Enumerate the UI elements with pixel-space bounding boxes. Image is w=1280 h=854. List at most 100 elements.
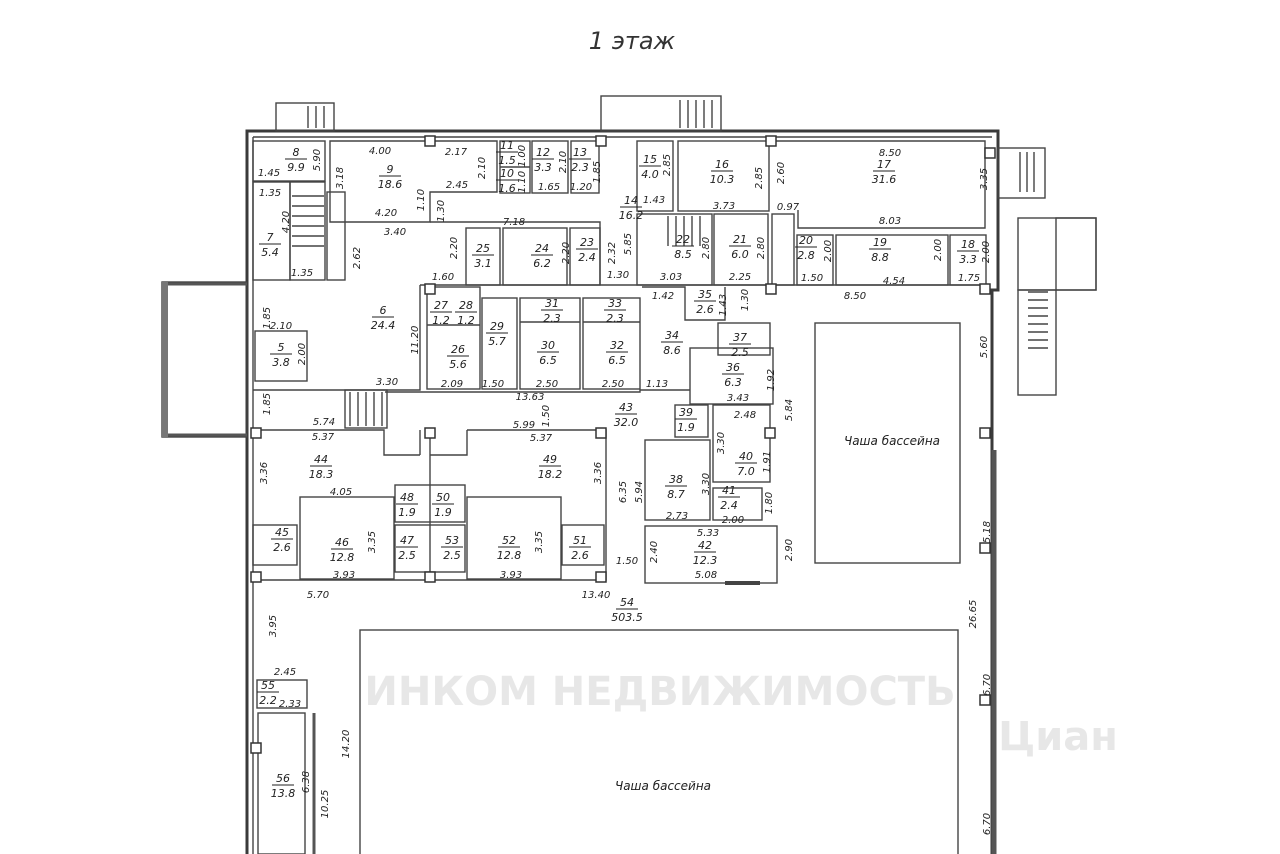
dimension-label: 8.50 [844, 291, 866, 302]
room-number: 49 [543, 453, 557, 466]
dimension-label: 2.45 [274, 667, 296, 678]
room-label-10: 101.6 [496, 167, 518, 195]
room-area: 6.0 [731, 248, 749, 261]
room-number: 29 [490, 320, 504, 333]
dimension-label: 2.90 [784, 539, 795, 561]
room-number: 42 [698, 539, 712, 552]
dimension-label: 2.00 [933, 239, 944, 261]
room-area: 3.1 [474, 257, 492, 270]
room-area: 16.2 [619, 209, 644, 222]
dimension-label: 6.70 [982, 674, 993, 696]
room-area: 2.3 [606, 312, 624, 325]
room-area: 12.8 [330, 551, 355, 564]
dimension-label: 1.85 [262, 393, 273, 415]
room-label-51: 512.6 [569, 534, 591, 562]
room-label-50: 501.9 [432, 491, 454, 519]
room-label-49: 49 18.2 [538, 453, 563, 481]
room-number: 31 [545, 297, 559, 310]
dimension-label: 2.60 [776, 162, 787, 184]
dimension-label: 3.43 [727, 393, 749, 404]
dimension-label: 3.40 [384, 227, 406, 238]
dimension-label: 1.50 [801, 273, 823, 284]
room-label-24: 246.2 [531, 242, 553, 270]
room-number: 14 [624, 194, 638, 207]
room-number: 27 [434, 299, 448, 312]
room-area: 2.4 [578, 251, 596, 264]
room-number: 15 [643, 153, 657, 166]
room-label-31: 312.3 [541, 297, 563, 325]
dimension-label: 2.45 [446, 180, 468, 191]
room-number: 41 [722, 484, 736, 497]
dimension-label: 1.42 [652, 291, 674, 302]
room-label-37: 372.5 [729, 331, 751, 359]
room-area: 7.0 [737, 465, 755, 478]
room-number: 44 [314, 453, 328, 466]
large-pool-label: Чаша бассейна [615, 779, 711, 793]
room-label-26: 265.6 [447, 343, 469, 371]
dimension-label: 2.50 [602, 379, 624, 390]
room-number: 16 [715, 158, 729, 171]
site-watermark: Циан [998, 714, 1118, 760]
dimension-label: 2.25 [729, 272, 751, 283]
room-label-33: 332.3 [604, 297, 626, 325]
dimension-label: 3.93 [500, 570, 522, 581]
dimension-label: 2.00 [823, 240, 834, 262]
dimension-label: 8.50 [879, 148, 901, 159]
dimension-label: 13.63 [516, 392, 545, 403]
room-label-19: 198.8 [869, 236, 891, 264]
dimension-label: 7.18 [503, 217, 525, 228]
room-label-11: 111.5 [496, 139, 518, 167]
room-area: 9.9 [287, 161, 305, 174]
room-area: 2.4 [720, 499, 738, 512]
room-area: 2.3 [571, 161, 589, 174]
dimension-label: 4.00 [369, 146, 391, 157]
dimension-label: 2.17 [445, 147, 468, 158]
room-number: 20 [799, 234, 813, 247]
dimension-label: 2.10 [558, 151, 569, 173]
dimension-label: 3.36 [259, 462, 270, 484]
room-label-23: 232.4 [576, 236, 598, 264]
room-label-45: 452.6 [271, 526, 293, 554]
dimension-label: 6.35 [618, 481, 629, 503]
dimension-label: 3.93 [333, 570, 355, 581]
room-area: 1.6 [498, 182, 516, 195]
room-number: 8 [293, 146, 300, 159]
room-label-34: 348.6 [661, 329, 683, 357]
dimension-label: 2.20 [449, 237, 460, 259]
dimension-label: 1.50 [482, 379, 504, 390]
room-area: 18.2 [538, 468, 563, 481]
room-label-36: 366.3 [722, 361, 744, 389]
room-area: 5.4 [261, 246, 279, 259]
floor-title: 1 этаж [589, 27, 676, 55]
dimension-label: 1.85 [262, 307, 273, 329]
dimension-label: 1.80 [764, 492, 775, 514]
room-label-38: 388.7 [665, 473, 687, 501]
dimension-label: 3.30 [376, 377, 398, 388]
room-label-35: 352.6 [694, 288, 716, 316]
dimension-label: 1.65 [538, 182, 560, 193]
room-area: 2.6 [273, 541, 291, 554]
dimension-label: 3.03 [660, 272, 682, 283]
room-number: 30 [541, 339, 555, 352]
dimension-label: 5.37 [312, 432, 335, 443]
room-area: 1.2 [457, 314, 475, 327]
dimension-label: 1.43 [643, 195, 665, 206]
room-number: 34 [665, 329, 679, 342]
room-area: 1.2 [432, 314, 450, 327]
room-number: 23 [580, 236, 594, 249]
dimension-label: 1.30 [740, 289, 751, 311]
dimension-label: 2.33 [279, 699, 301, 710]
room-number: 38 [669, 473, 683, 486]
room-number: 46 [335, 536, 349, 549]
room-area: 5.7 [488, 335, 506, 348]
room-label-29: 295.7 [486, 320, 508, 348]
dimension-label: 4.54 [883, 276, 905, 287]
room-area: 24.4 [371, 319, 396, 332]
room-number: 48 [400, 491, 414, 504]
room-label-20: 202.8 [795, 234, 817, 262]
room-label-53: 532.5 [441, 534, 463, 562]
